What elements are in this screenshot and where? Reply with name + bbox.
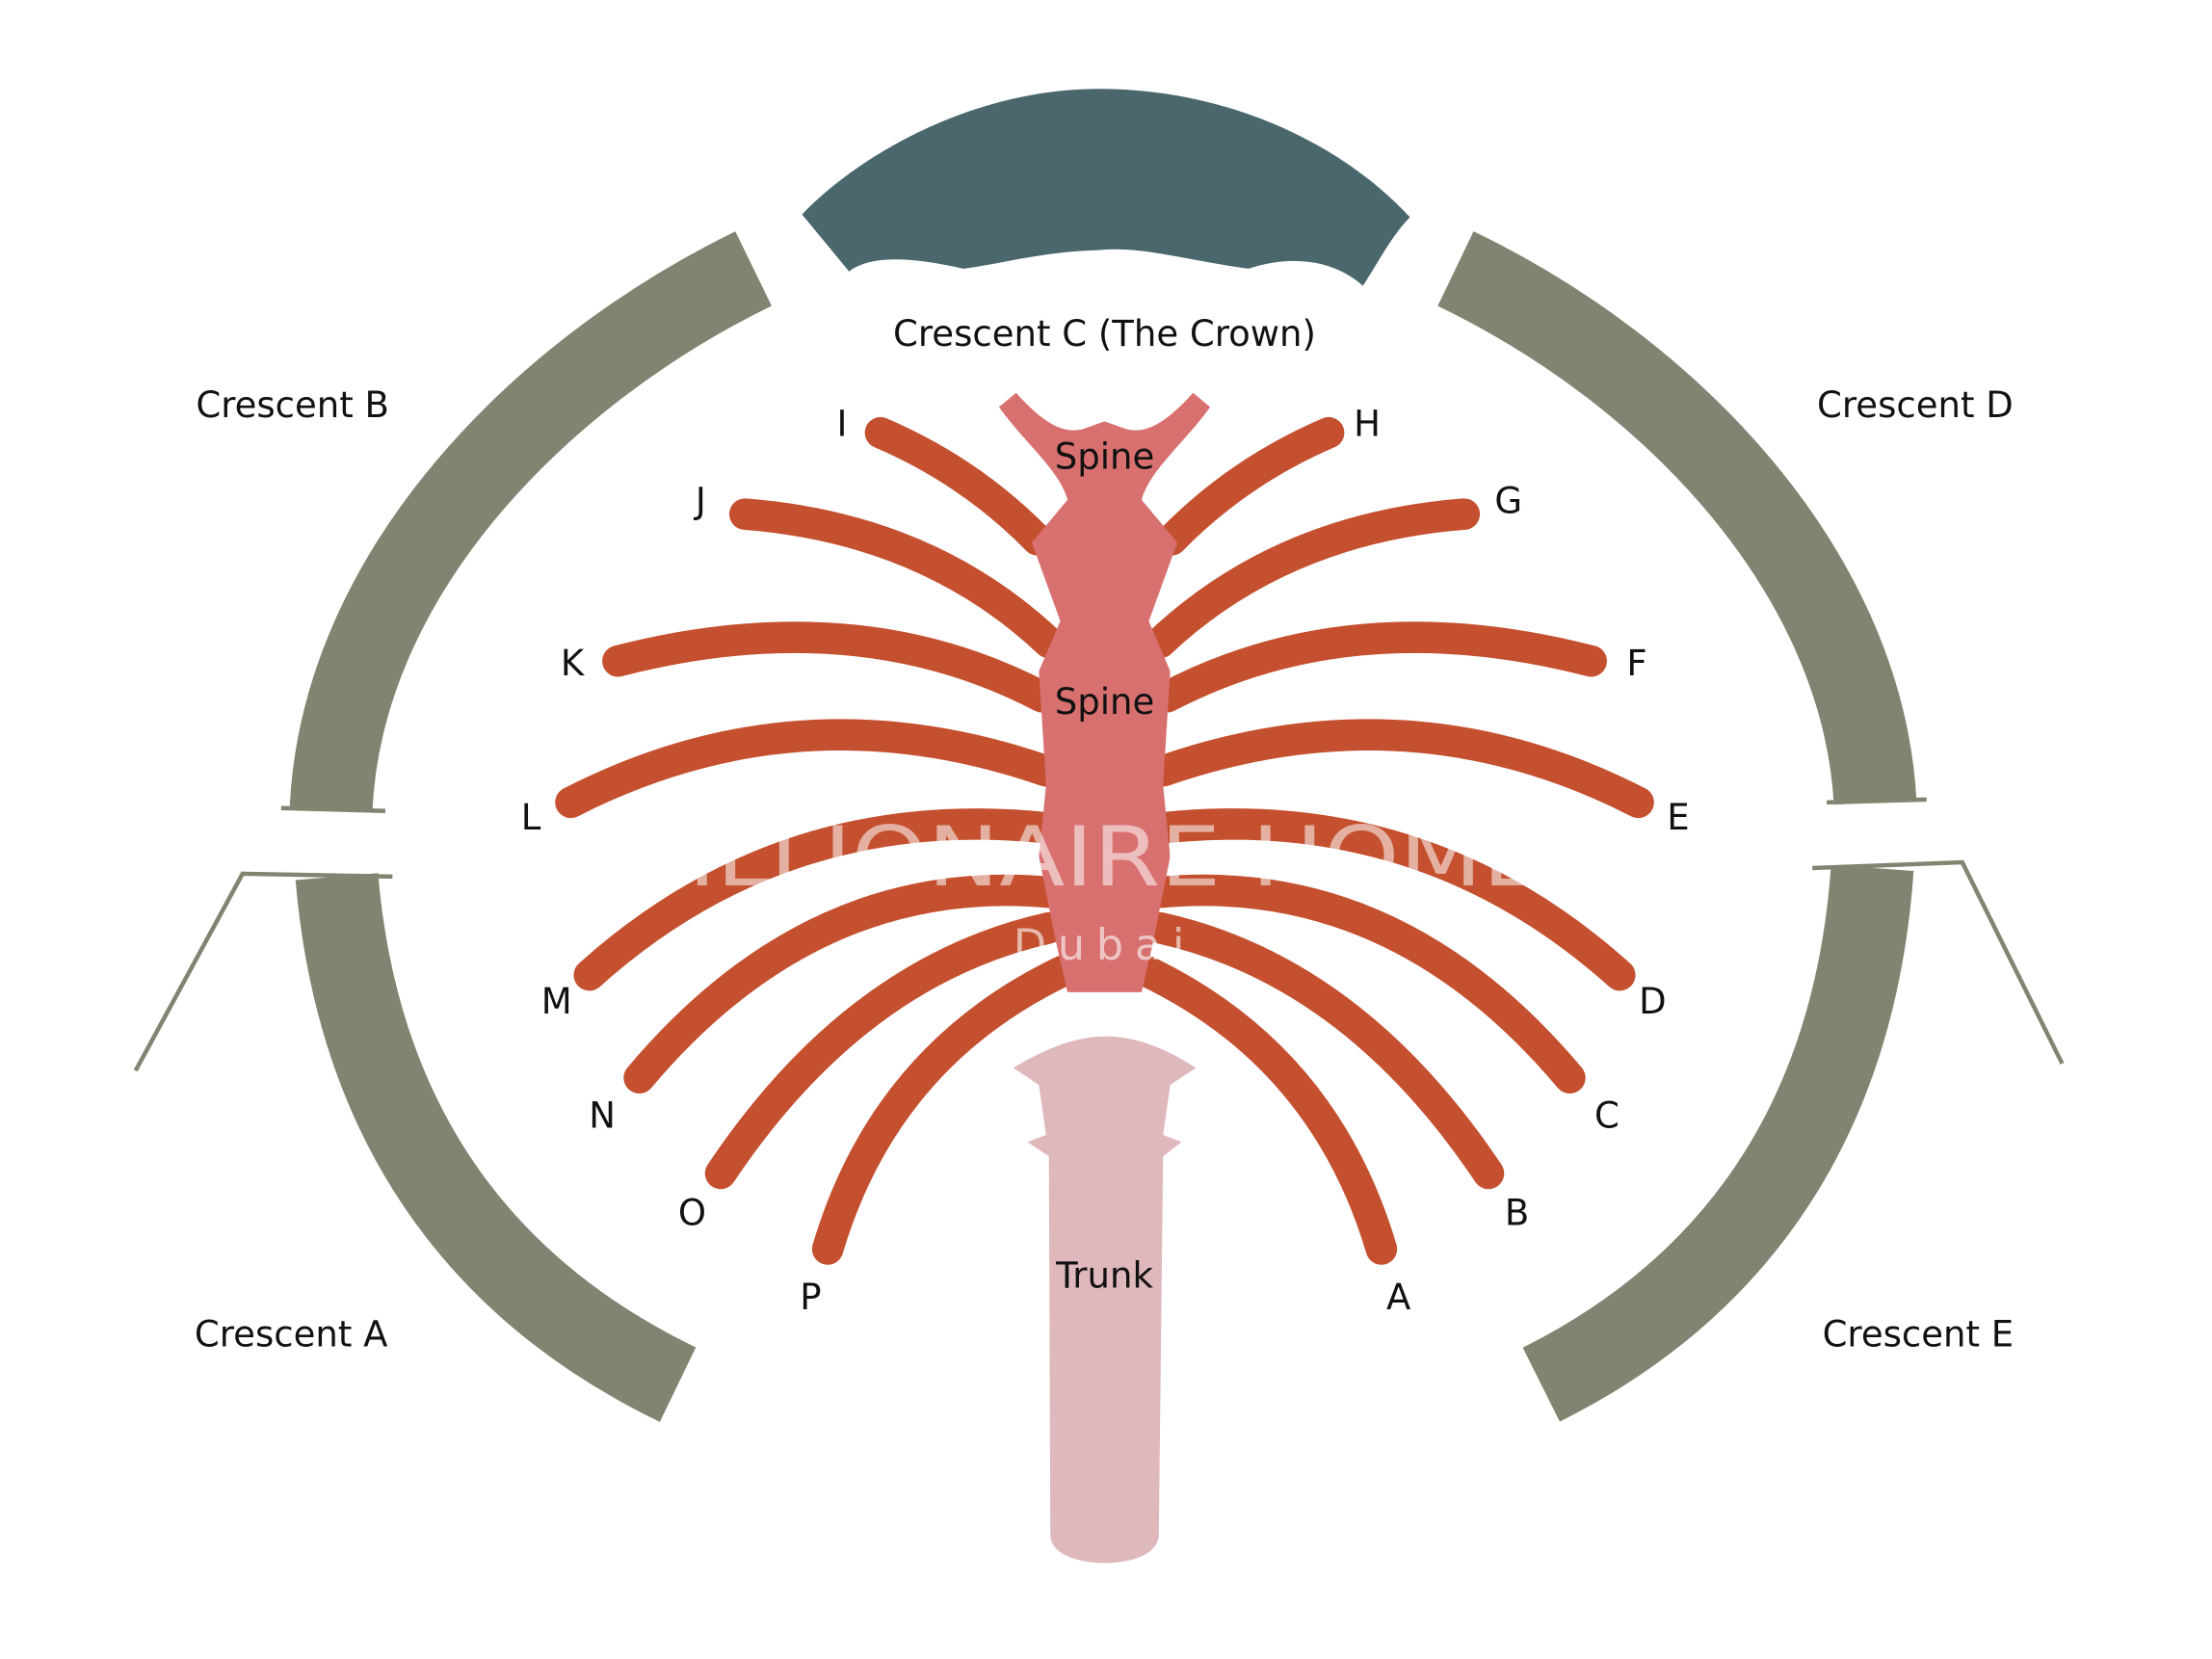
frond-label-n: N bbox=[589, 1095, 616, 1137]
frond-a bbox=[1130, 955, 1398, 1265]
frond-g bbox=[1144, 498, 1481, 659]
crescent-d-label: Crescent D bbox=[1817, 384, 2014, 426]
frond-p bbox=[811, 955, 1079, 1265]
frond-k bbox=[602, 621, 1058, 713]
frond-j bbox=[728, 498, 1066, 659]
frond-label-g: G bbox=[1494, 480, 1522, 521]
frond-n bbox=[623, 874, 1066, 1094]
frond-label-e: E bbox=[1667, 797, 1689, 838]
frond-h bbox=[1155, 416, 1345, 556]
frond-c bbox=[1144, 874, 1586, 1094]
breakwater-line-right bbox=[1812, 797, 2065, 1065]
crown-shape bbox=[802, 89, 1410, 286]
crescent-b-label: Crescent B bbox=[196, 384, 389, 426]
frond-label-j: J bbox=[694, 480, 706, 521]
crescent-e-label: Crescent E bbox=[1823, 1313, 2014, 1355]
trunk-label: Trunk bbox=[1055, 1255, 1153, 1297]
crescent-e-shape bbox=[1522, 864, 1914, 1422]
frond-m bbox=[573, 808, 1066, 991]
frond-label-b: B bbox=[1505, 1192, 1529, 1233]
crescent-b-shape bbox=[289, 231, 772, 811]
spine-label-middle: Spine bbox=[1055, 681, 1155, 723]
watermark-subtext: Dubai bbox=[1014, 921, 1196, 970]
spine-label-top: Spine bbox=[1055, 435, 1155, 477]
frond-label-d: D bbox=[1639, 981, 1667, 1022]
watermark-text: MILLIONAIRE HOMES bbox=[605, 809, 1604, 906]
frond-label-i: I bbox=[837, 403, 848, 444]
frond-o bbox=[704, 911, 1066, 1190]
frond-label-l: L bbox=[521, 797, 541, 838]
breakwater-line-left bbox=[133, 805, 393, 1072]
frond-label-p: P bbox=[800, 1277, 821, 1318]
frond-label-f: F bbox=[1626, 643, 1646, 684]
crescent-a-shape bbox=[295, 873, 697, 1422]
frond-label-c: C bbox=[1594, 1095, 1620, 1137]
spine-shape bbox=[998, 392, 1211, 992]
frond-i bbox=[864, 416, 1054, 556]
crescent-a-label: Crescent A bbox=[195, 1313, 388, 1355]
frond-e bbox=[1146, 719, 1654, 819]
frond-label-h: H bbox=[1354, 403, 1381, 444]
crescent-d-shape bbox=[1437, 231, 1917, 805]
frond-f bbox=[1151, 621, 1607, 713]
frond-label-a: A bbox=[1386, 1277, 1411, 1318]
frond-d bbox=[1144, 808, 1636, 991]
frond-label-o: O bbox=[678, 1192, 706, 1233]
crescent-c-label: Crescent C (The Crown) bbox=[893, 313, 1316, 355]
frond-label-m: M bbox=[541, 981, 572, 1022]
trunk-shape bbox=[1013, 1036, 1197, 1564]
frond-l bbox=[555, 719, 1063, 819]
frond-label-k: K bbox=[561, 643, 586, 684]
frond-b bbox=[1144, 911, 1505, 1190]
